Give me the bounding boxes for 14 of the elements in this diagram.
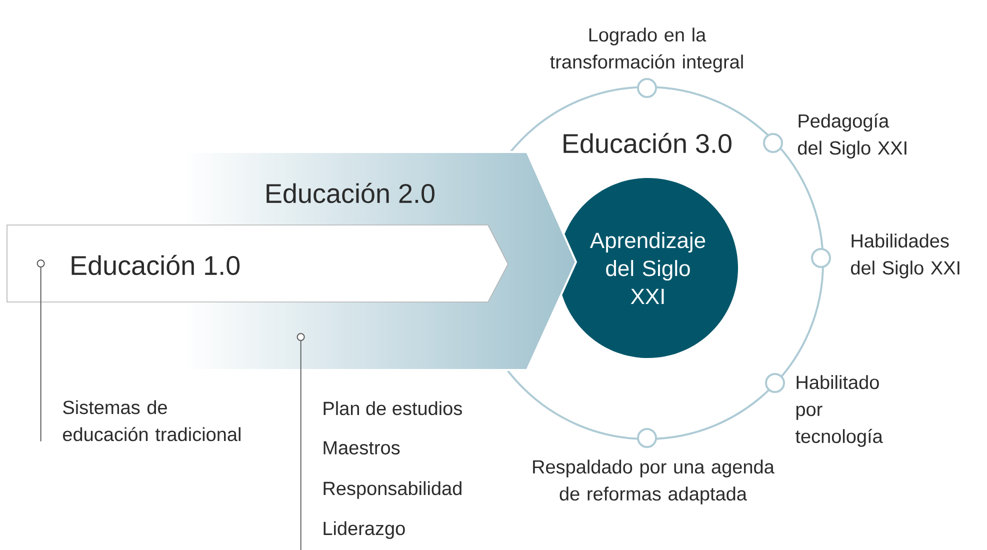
leader-line bbox=[296, 333, 305, 550]
ring-title: Educación 3.0 bbox=[564, 132, 732, 154]
circle-label: Habilitado por tecnología bbox=[796, 375, 883, 447]
leader-line bbox=[36, 260, 45, 442]
band-title: Educación 2.0 bbox=[266, 182, 434, 204]
circle-label: Respaldado por una agenda de reformas adaptada bbox=[533, 460, 774, 504]
note-text: Sistemas de educación tradicional bbox=[63, 400, 240, 442]
circle-label: Pedagogía del Siglo XXI bbox=[798, 114, 906, 158]
list-item: Plan de estudios bbox=[324, 401, 462, 416]
list-item: Liderazgo bbox=[324, 521, 405, 539]
circle-label: Habilidades del Siglo XXI bbox=[851, 234, 960, 278]
circle-label: Logrado en la transformación integral bbox=[550, 28, 743, 72]
list-item: Maestros bbox=[324, 441, 400, 454]
list-item: Responsabilidad bbox=[324, 481, 462, 499]
